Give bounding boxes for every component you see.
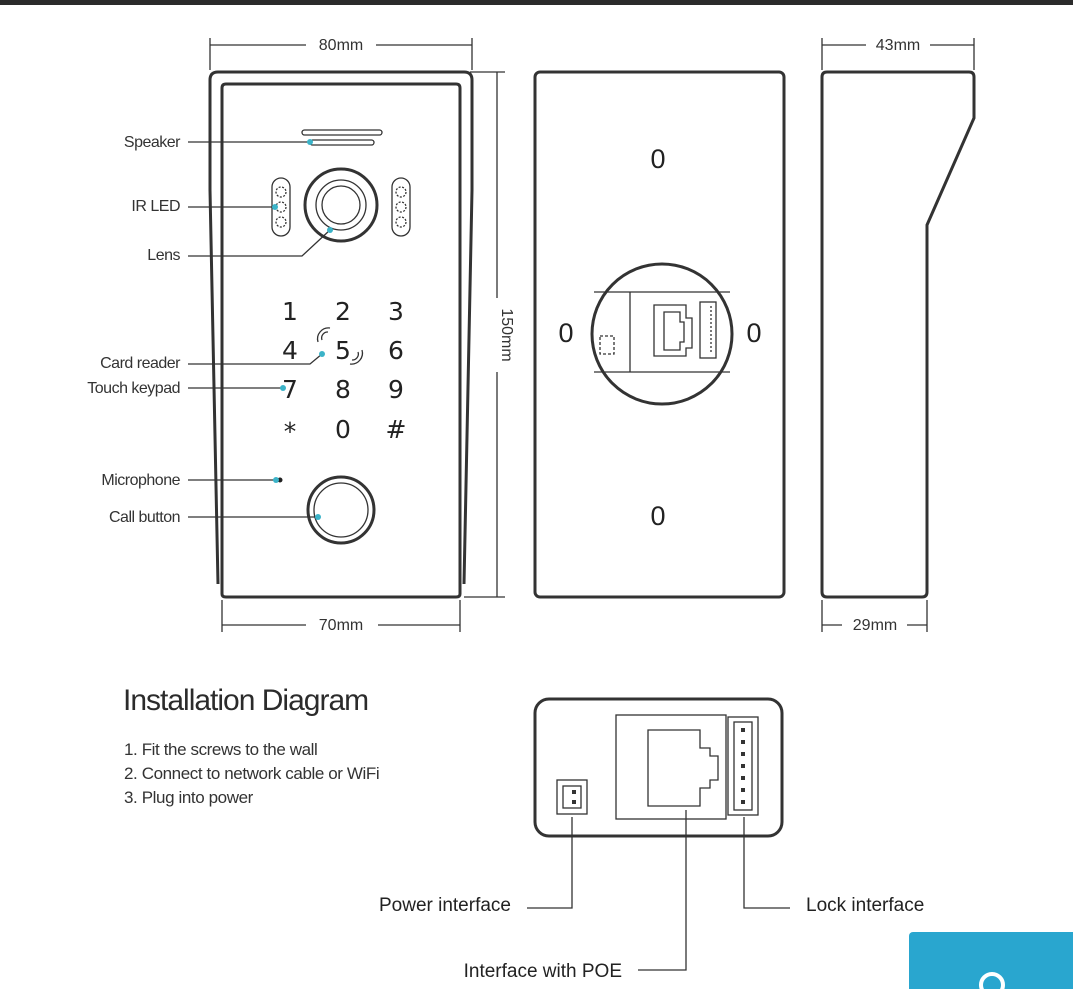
dimension-label-height: 150mm xyxy=(498,308,515,361)
chat-icon xyxy=(979,972,1005,989)
keypad-key-hash: # xyxy=(386,415,407,444)
screw-hole-left: 0 xyxy=(558,318,573,348)
dimension-label-side-top: 43mm xyxy=(876,37,920,54)
side-housing-outline xyxy=(820,70,976,599)
speaker-grill xyxy=(301,129,383,136)
screw-hole-bottom: 0 xyxy=(650,501,665,531)
keypad-key-4: 4 xyxy=(282,336,298,365)
interface-label-poe: Interface with POE xyxy=(464,961,622,982)
dimension-29mm: 29mm xyxy=(821,600,928,634)
interface-label-power: Power interface xyxy=(379,895,511,916)
camera-lens xyxy=(303,167,379,243)
callout-touch-keypad: Touch keypad xyxy=(87,380,180,397)
lock-connector xyxy=(727,716,759,816)
callout-microphone: Microphone xyxy=(101,472,180,489)
callout-lens: Lens xyxy=(147,247,180,264)
callout-card-reader: Card reader xyxy=(100,355,181,372)
front-housing-outline xyxy=(208,70,474,585)
back-view: 0 0 0 0 xyxy=(533,70,786,599)
chat-widget-button[interactable] xyxy=(909,932,1073,989)
installation-steps: 1. Fit the screws to the wall 2. Connect… xyxy=(124,738,380,810)
keypad-key-8: 8 xyxy=(335,375,351,404)
dimension-70mm: 70mm xyxy=(221,600,461,634)
dimension-80mm: 80mm xyxy=(209,37,473,70)
call-button-graphic xyxy=(306,475,376,545)
keypad-key-1: 1 xyxy=(282,297,298,326)
dimension-label-side-bottom: 29mm xyxy=(853,617,897,634)
keypad-key-0: 0 xyxy=(335,415,351,444)
back-port-window xyxy=(590,262,734,406)
keypad-key-2: 2 xyxy=(335,297,351,326)
installation-title: Installation Diagram xyxy=(123,684,369,717)
ir-led-right xyxy=(391,177,411,237)
installation-step: 1. Fit the screws to the wall xyxy=(124,740,318,759)
callout-call-button: Call button xyxy=(109,509,180,526)
side-view: 43mm 29mm xyxy=(820,37,976,634)
dimension-150mm: 150mm xyxy=(464,71,515,598)
callout-speaker: Speaker xyxy=(124,134,181,151)
installation-step: 2. Connect to network cable or WiFi xyxy=(124,764,380,783)
interface-detail: Power interface Interface with POE Lock … xyxy=(379,697,924,982)
screw-hole-top: 0 xyxy=(650,144,665,174)
card-reader-wave-icon xyxy=(316,327,364,365)
dimension-43mm: 43mm xyxy=(821,37,975,70)
callouts: Speaker IR LED Lens Card reader Touch ke… xyxy=(87,134,333,526)
keypad-key-7: 7 xyxy=(282,375,298,404)
top-border-bar xyxy=(0,0,1073,5)
callout-ir-led: IR LED xyxy=(131,198,180,215)
interface-label-lock: Lock interface xyxy=(806,895,924,916)
back-plate-outline xyxy=(533,70,786,599)
ethernet-port xyxy=(615,714,727,820)
dimension-label-front-width-top: 80mm xyxy=(319,37,363,54)
screw-hole-right: 0 xyxy=(746,318,761,348)
keypad-key-3: 3 xyxy=(388,297,404,326)
installation-step: 3. Plug into power xyxy=(124,788,253,807)
touch-keypad: 1 2 3 4 5 6 7 8 9 * 0 # xyxy=(282,297,406,446)
dimension-label-front-width-bottom: 70mm xyxy=(319,617,363,634)
keypad-key-star: * xyxy=(284,417,297,446)
keypad-key-9: 9 xyxy=(388,375,404,404)
microphone-hole xyxy=(277,477,283,483)
speaker-grill-lower xyxy=(309,139,375,146)
front-view: 80mm 1 2 3 4 xyxy=(208,37,515,634)
interface-board-outline xyxy=(533,697,784,838)
keypad-key-5: 5 xyxy=(335,336,351,365)
front-panel-outline xyxy=(220,82,462,599)
power-connector xyxy=(556,779,588,815)
keypad-key-6: 6 xyxy=(388,336,404,365)
